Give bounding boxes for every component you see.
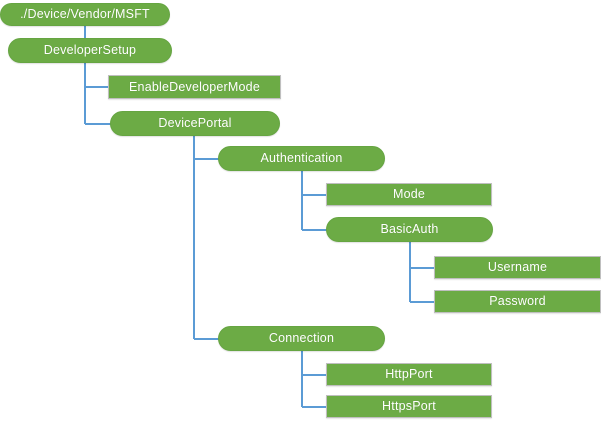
node-password[interactable]: Password (434, 290, 601, 313)
node-label-deviceportal: DevicePortal (158, 116, 232, 131)
node-label-password: Password (489, 294, 546, 309)
node-label-basicauth: BasicAuth (380, 222, 439, 237)
node-label-connection: Connection (268, 331, 335, 346)
node-label-developersetup: DeveloperSetup (43, 43, 137, 58)
node-label-enabledevelopermode: EnableDeveloperMode (129, 79, 260, 94)
node-username[interactable]: Username (434, 256, 601, 279)
node-label-authentication: Authentication (260, 151, 343, 166)
node-connection[interactable]: Connection (218, 326, 385, 351)
node-basicauth[interactable]: BasicAuth (326, 217, 493, 242)
node-label-httpport: HttpPort (385, 367, 433, 382)
node-authentication[interactable]: Authentication (218, 146, 385, 171)
node-mode[interactable]: Mode (326, 183, 492, 206)
node-label-root: ./Device/Vendor/MSFT (20, 7, 150, 22)
node-enabledevelopermode[interactable]: EnableDeveloperMode (108, 75, 281, 99)
node-label-mode: Mode (392, 187, 426, 202)
node-label-httpsport: HttpsPort (382, 399, 436, 414)
node-deviceportal[interactable]: DevicePortal (110, 111, 280, 136)
node-label-username: Username (487, 260, 548, 275)
node-developersetup[interactable]: DeveloperSetup (8, 38, 172, 63)
node-root[interactable]: ./Device/Vendor/MSFT (0, 3, 170, 26)
node-httpport[interactable]: HttpPort (326, 363, 492, 386)
node-httpsport[interactable]: HttpsPort (326, 395, 492, 418)
